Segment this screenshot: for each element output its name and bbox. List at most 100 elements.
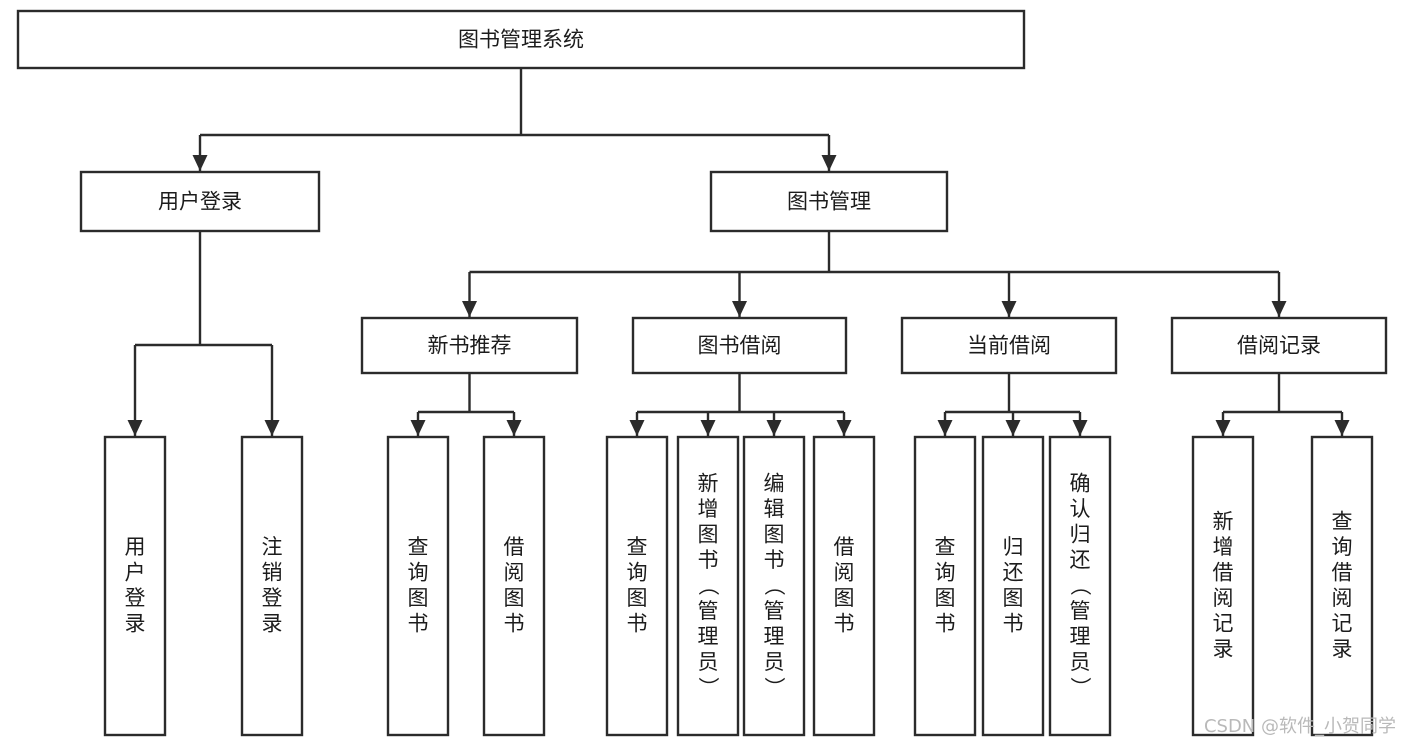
node-label-char: 录 <box>125 612 146 636</box>
arrow-head-icon <box>1005 420 1021 436</box>
node-label-char: ） <box>762 677 786 698</box>
node-label-char: 认 <box>1070 497 1091 521</box>
node-rect <box>1048 435 1112 737</box>
node-rect <box>900 316 1118 375</box>
node-label-char: 图 <box>834 586 855 610</box>
arrow-head-icon <box>127 420 143 436</box>
node-label-char: 借 <box>834 535 855 559</box>
node-label-char: 图 <box>935 586 956 610</box>
arrow-head-icon <box>192 155 208 171</box>
arrow-head-icon <box>1271 301 1287 317</box>
node-label-char: （ <box>1068 575 1092 596</box>
node-label-char: 借 <box>1213 561 1234 585</box>
node-root-图书管理系统[interactable]: 图书管理系统 <box>16 9 1026 70</box>
node-l3-当前借阅[interactable]: 当前借阅 <box>900 316 1118 375</box>
node-label-char: 阅 <box>1332 586 1353 610</box>
node-label-char: 查 <box>935 535 956 559</box>
arrow-head-icon <box>1215 420 1231 436</box>
node-label: 图书管理 <box>787 190 871 214</box>
node-label: 用户登录 <box>158 190 242 214</box>
node-label-char: 管 <box>1070 599 1091 623</box>
node-label-char: 图 <box>408 586 429 610</box>
arrow-head-icon <box>1001 301 1017 317</box>
node-label: 图书管理系统 <box>458 28 584 52</box>
node-l3-图书借阅[interactable]: 图书借阅 <box>631 316 848 375</box>
node-rect <box>981 435 1045 737</box>
node-rect <box>1310 435 1374 737</box>
node-boxes: 图书管理系统用户登录图书管理新书推荐图书借阅当前借阅借阅记录用户登录注销登录查询… <box>16 9 1388 737</box>
node-label-char: 记 <box>1332 612 1353 636</box>
node-l3-新书推荐[interactable]: 新书推荐 <box>360 316 579 375</box>
node-label-char: 阅 <box>834 561 855 585</box>
node-rect <box>360 316 579 375</box>
node-rect <box>240 435 304 737</box>
node-label-char: 归 <box>1070 522 1091 546</box>
arrow-head-icon <box>1072 420 1088 436</box>
node-label-char: 录 <box>1332 637 1353 661</box>
node-l2-用户登录[interactable]: 用户登录 <box>79 170 321 233</box>
node-l3-借阅记录[interactable]: 借阅记录 <box>1170 316 1388 375</box>
arrow-head-icon <box>506 420 522 436</box>
node-label-char: 书 <box>1003 612 1024 636</box>
node-label-char: 图 <box>504 586 525 610</box>
arrow-head-icon <box>766 420 782 436</box>
node-label: 新书推荐 <box>428 334 512 358</box>
node-label-char: 录 <box>262 612 283 636</box>
node-rect <box>103 435 167 737</box>
node-label-char: 登 <box>262 586 283 610</box>
node-rect <box>605 435 669 737</box>
node-label-char: 员 <box>764 650 785 674</box>
node-label-char: 还 <box>1070 548 1091 572</box>
connector-lines <box>127 68 1350 436</box>
node-label-char: 图 <box>698 522 719 546</box>
node-label-char: ） <box>696 677 720 698</box>
node-rect <box>742 435 806 737</box>
node-label-char: 询 <box>1332 535 1353 559</box>
node-label-char: 书 <box>698 548 719 572</box>
node-leaf-用户登录[interactable]: 用户登录 <box>103 435 167 737</box>
node-label-char: 书 <box>935 612 956 636</box>
node-label-char: 询 <box>408 561 429 585</box>
node-label: 图书借阅 <box>698 334 782 358</box>
node-label-char: ） <box>1068 677 1092 698</box>
node-label-char: 图 <box>764 522 785 546</box>
node-label-char: 员 <box>1070 650 1091 674</box>
node-rect <box>1191 435 1255 737</box>
node-label-char: 录 <box>1213 637 1234 661</box>
node-label-char: 书 <box>627 612 648 636</box>
arrow-head-icon <box>410 420 426 436</box>
node-rect <box>913 435 977 737</box>
node-label-char: 借 <box>1332 561 1353 585</box>
node-label-char: （ <box>696 575 720 596</box>
node-rect <box>676 435 740 737</box>
node-rect <box>812 435 876 737</box>
node-label-char: 员 <box>698 650 719 674</box>
node-rect <box>386 435 450 737</box>
node-label-char: 书 <box>408 612 429 636</box>
node-label: 借阅记录 <box>1237 334 1321 358</box>
node-label-char: 注 <box>262 535 283 559</box>
node-label-char: 询 <box>935 561 956 585</box>
node-label-char: 理 <box>698 624 719 648</box>
node-label-char: 销 <box>262 561 283 585</box>
node-label-char: 新 <box>698 471 719 495</box>
node-label-char: 还 <box>1003 561 1024 585</box>
arrow-head-icon <box>264 420 280 436</box>
node-rect <box>79 170 321 233</box>
node-l2-图书管理[interactable]: 图书管理 <box>709 170 949 233</box>
node-label-char: 理 <box>764 624 785 648</box>
node-label-char: 用 <box>125 535 146 559</box>
node-label-char: 阅 <box>1213 586 1234 610</box>
